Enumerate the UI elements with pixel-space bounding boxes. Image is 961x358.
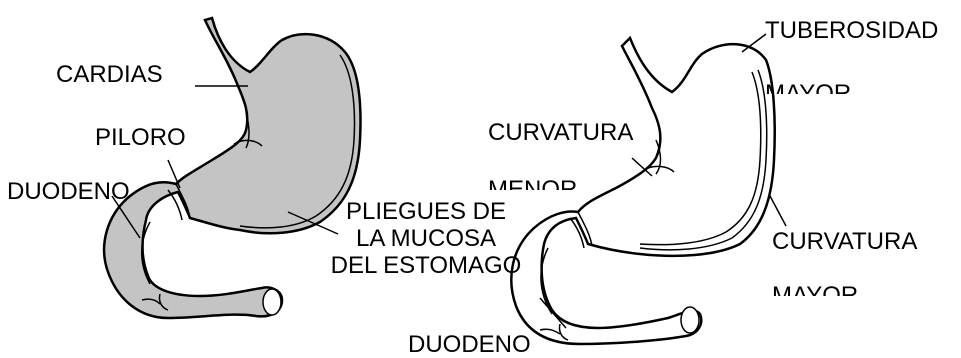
- left-stomach-fold: [205, 20, 238, 86]
- label-tuberosidad-mayor: MAYOR: [765, 80, 851, 94]
- label-pliegues-line1: PLIEGUES DE: [301, 198, 551, 225]
- label-duodeno-left: DUODENO: [7, 178, 130, 205]
- label-pliegues-line2: LA MUCOSA: [301, 225, 551, 252]
- label-curvatura-menor-line1: CURVATURA: [488, 119, 633, 146]
- right-stomach-body: [511, 38, 774, 344]
- right-duodenum-end: [681, 307, 699, 333]
- label-tuberosidad: TUBEROSIDAD: [765, 17, 938, 44]
- label-duodeno-right: DUODENO: [408, 331, 531, 358]
- label-curvatura-menor-line2: MENOR: [488, 176, 577, 190]
- label-cardias: CARDIAS: [56, 61, 163, 88]
- label-curvatura-mayor-line1: CURVATURA: [772, 228, 917, 255]
- label-piloro: PILORO: [95, 124, 186, 151]
- label-pliegues-line3: DEL ESTOMAGO: [301, 252, 551, 279]
- label-curvatura-mayor-line2: MAYOR: [772, 282, 858, 296]
- label-pliegues-de-la-mucosa: PLIEGUES DE LA MUCOSA DEL ESTOMAGO: [301, 198, 551, 279]
- left-duodenum-end: [263, 289, 281, 315]
